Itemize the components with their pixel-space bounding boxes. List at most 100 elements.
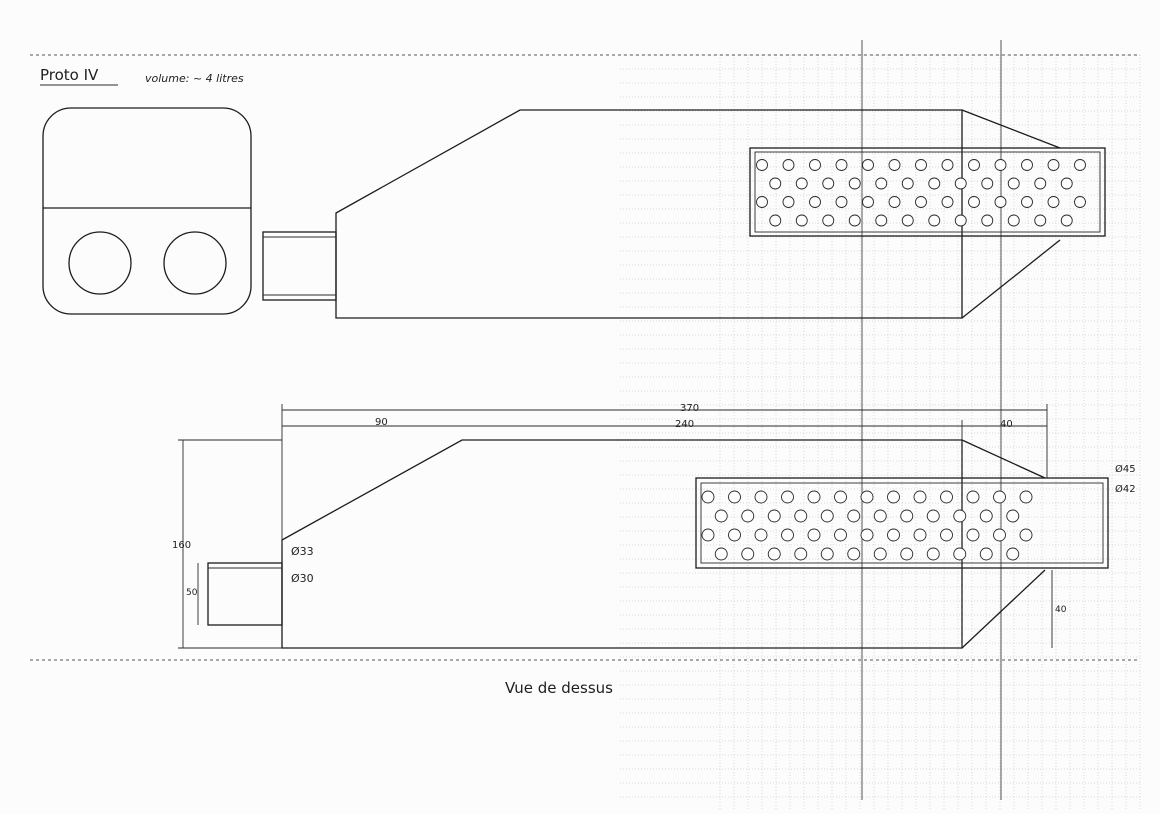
perforation-hole: [926, 509, 940, 523]
dim-total-length: 370: [680, 403, 699, 414]
perforation-hole: [1019, 490, 1033, 504]
perforation-hole: [862, 196, 874, 208]
perforation-hole: [873, 509, 887, 523]
perforation-hole: [875, 214, 888, 227]
perforation-hole: [848, 177, 861, 190]
perforation-hole: [714, 547, 728, 561]
perforation-hole: [795, 214, 808, 227]
perforation-hole: [915, 159, 927, 171]
dim-outlet-outer-diameter: Ø45: [1115, 463, 1136, 475]
dim-front-length: 90: [375, 417, 388, 428]
dim-inlet-width: 50: [186, 588, 198, 598]
perforation-hole: [994, 196, 1007, 208]
perforation-hole: [1019, 528, 1033, 542]
inlet-pipe-circle: [68, 231, 132, 295]
perforation-hole: [981, 177, 994, 190]
perforation-hole: [968, 196, 980, 208]
perforation-hole: [807, 528, 821, 542]
perforation-hole: [848, 214, 861, 227]
dim-outlet-inner-diameter: Ø42: [1115, 483, 1136, 495]
volume-label: volume: ~ 4 litres: [145, 72, 244, 85]
perforation-hole: [741, 547, 755, 561]
perforation-hole: [901, 177, 914, 190]
dim-overall-width: 160: [172, 540, 191, 551]
perforation-hole: [900, 547, 914, 561]
perforation-hole: [782, 196, 795, 208]
perforation-hole: [1021, 196, 1033, 208]
view-caption: Vue de dessus: [505, 679, 613, 697]
top-view-perforations: [701, 490, 1033, 561]
perforation-hole: [860, 528, 874, 542]
perforation-hole: [769, 177, 782, 190]
perforation-hole: [795, 177, 808, 190]
perforation-hole: [1007, 214, 1020, 227]
perforation-hole: [822, 214, 835, 227]
drawing-title: Proto IV: [40, 66, 99, 84]
perforation-hole: [1034, 177, 1047, 190]
perforation-hole: [714, 509, 728, 523]
perforation-hole: [782, 159, 795, 171]
perforation-hole: [953, 509, 967, 523]
perforation-hole: [940, 490, 953, 504]
perforation-hole: [966, 528, 980, 542]
perforation-hole: [954, 177, 967, 190]
perforation-hole: [862, 159, 874, 171]
perforation-hole: [979, 547, 993, 561]
perforation-hole: [915, 196, 927, 208]
perforation-hole: [954, 214, 967, 227]
graph-paper-grid: [620, 54, 1141, 810]
perforation-hole: [940, 528, 953, 542]
perforation-hole: [1047, 196, 1060, 208]
side-view-inlet-pipe: [262, 231, 337, 301]
perforation-hole: [728, 528, 741, 542]
perforation-hole: [860, 490, 874, 504]
side-view-perforations: [756, 159, 1086, 227]
perforation-hole: [941, 159, 954, 171]
perforation-hole: [1060, 214, 1073, 227]
perforation-hole: [754, 528, 768, 542]
perforation-hole: [993, 528, 1006, 542]
perforation-hole: [835, 196, 848, 208]
perforation-hole: [756, 159, 768, 171]
top-view: 370 90 240 40 160 50 40 Ø33 Ø30 Ø45 Ø42: [172, 403, 1136, 649]
dim-right-depth: 40: [1055, 605, 1067, 615]
perforation-hole: [913, 490, 927, 504]
perforation-hole: [781, 528, 794, 542]
perforation-hole: [887, 490, 900, 504]
top-view-perforated-tube: [695, 477, 1109, 569]
side-view: [262, 109, 1106, 319]
perforation-hole: [875, 177, 888, 190]
perforation-hole: [834, 490, 847, 504]
dim-inlet-outer-diameter: Ø33: [291, 545, 314, 558]
perforation-hole: [928, 214, 941, 227]
perforation-hole: [741, 509, 755, 523]
perforation-hole: [1006, 547, 1020, 561]
perforation-hole: [728, 490, 741, 504]
perforation-hole: [1007, 177, 1020, 190]
perforation-hole: [756, 196, 768, 208]
dim-body-length: 240: [675, 419, 694, 430]
perforation-hole: [1034, 214, 1047, 227]
perforation-hole: [953, 547, 967, 561]
perforation-hole: [834, 528, 847, 542]
perforation-hole: [794, 547, 808, 561]
perforation-hole: [1021, 159, 1033, 171]
perforation-hole: [901, 214, 914, 227]
perforation-hole: [1074, 196, 1086, 208]
perforation-hole: [1047, 159, 1060, 171]
end-view-outline: [42, 107, 252, 315]
top-view-body: [281, 439, 963, 649]
perforation-hole: [913, 528, 927, 542]
perforation-hole: [794, 509, 808, 523]
perforation-hole: [809, 196, 821, 208]
dim-end-length: 40: [1000, 419, 1013, 430]
perforation-hole: [887, 528, 900, 542]
perforation-hole: [847, 509, 861, 523]
perforation-hole: [769, 214, 782, 227]
perforation-hole: [1006, 509, 1020, 523]
perforation-hole: [941, 196, 954, 208]
perforation-hole: [888, 196, 901, 208]
perforation-hole: [968, 159, 980, 171]
end-view: [42, 107, 252, 315]
